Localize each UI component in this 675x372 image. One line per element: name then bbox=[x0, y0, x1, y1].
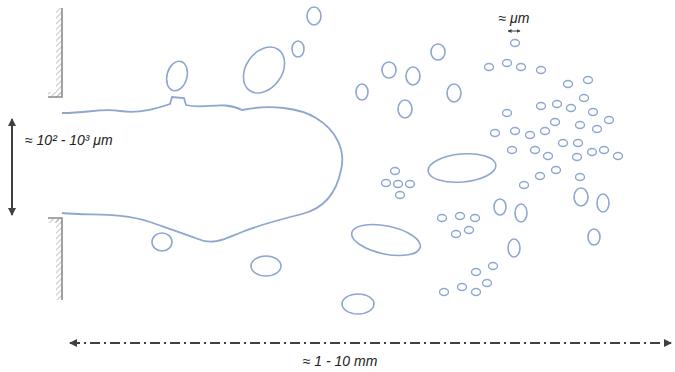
droplet bbox=[503, 60, 512, 67]
droplet bbox=[520, 182, 529, 189]
droplet bbox=[511, 40, 520, 47]
droplet bbox=[580, 95, 589, 102]
spray-length-label: ≈ 1 - 10 mm bbox=[300, 353, 381, 369]
droplet bbox=[600, 147, 609, 154]
droplet bbox=[564, 81, 573, 88]
droplet bbox=[438, 215, 447, 222]
droplet bbox=[552, 167, 561, 174]
fine-droplets bbox=[382, 40, 623, 296]
droplet bbox=[489, 263, 498, 270]
droplet bbox=[472, 269, 481, 276]
droplet bbox=[396, 192, 405, 199]
droplet bbox=[456, 213, 465, 220]
droplet bbox=[559, 140, 568, 147]
droplet bbox=[553, 101, 562, 108]
droplet bbox=[391, 168, 400, 175]
jet-width-label: ≈ 10² - 10³ μm bbox=[22, 132, 116, 148]
droplet bbox=[491, 130, 500, 137]
droplet-size-label: ≈ μm bbox=[496, 10, 533, 26]
droplet bbox=[511, 128, 520, 135]
droplet bbox=[458, 284, 467, 291]
droplet-size-arrow bbox=[508, 31, 520, 32]
droplet bbox=[537, 103, 546, 110]
droplet bbox=[588, 149, 597, 156]
droplet bbox=[584, 77, 593, 84]
droplet bbox=[483, 280, 492, 287]
droplet bbox=[536, 173, 545, 180]
jet-width-arrow bbox=[11, 119, 13, 215]
droplet bbox=[551, 119, 560, 126]
droplet bbox=[544, 153, 553, 160]
droplet bbox=[472, 289, 481, 296]
droplet bbox=[440, 289, 449, 296]
liquid-jet bbox=[62, 97, 342, 242]
nozzle-wall bbox=[48, 8, 62, 300]
droplet bbox=[471, 215, 480, 222]
droplet bbox=[517, 64, 526, 71]
droplet bbox=[605, 117, 614, 124]
droplet bbox=[574, 140, 583, 147]
droplet bbox=[508, 147, 517, 154]
droplet bbox=[576, 174, 585, 181]
droplet bbox=[526, 132, 535, 139]
droplet bbox=[541, 128, 550, 135]
droplet bbox=[503, 110, 512, 117]
droplet bbox=[485, 64, 494, 71]
droplet bbox=[614, 153, 623, 160]
droplet bbox=[465, 227, 474, 234]
droplet bbox=[593, 126, 602, 133]
droplet bbox=[382, 180, 391, 187]
droplet bbox=[531, 147, 540, 154]
spray-length-arrow bbox=[70, 342, 671, 344]
droplet bbox=[537, 67, 546, 74]
droplets bbox=[152, 7, 609, 314]
droplet bbox=[576, 122, 585, 129]
droplet bbox=[573, 154, 582, 161]
droplet bbox=[452, 231, 461, 238]
droplet bbox=[567, 105, 576, 112]
droplet bbox=[394, 181, 403, 188]
droplet bbox=[406, 181, 415, 188]
droplet bbox=[589, 109, 598, 116]
